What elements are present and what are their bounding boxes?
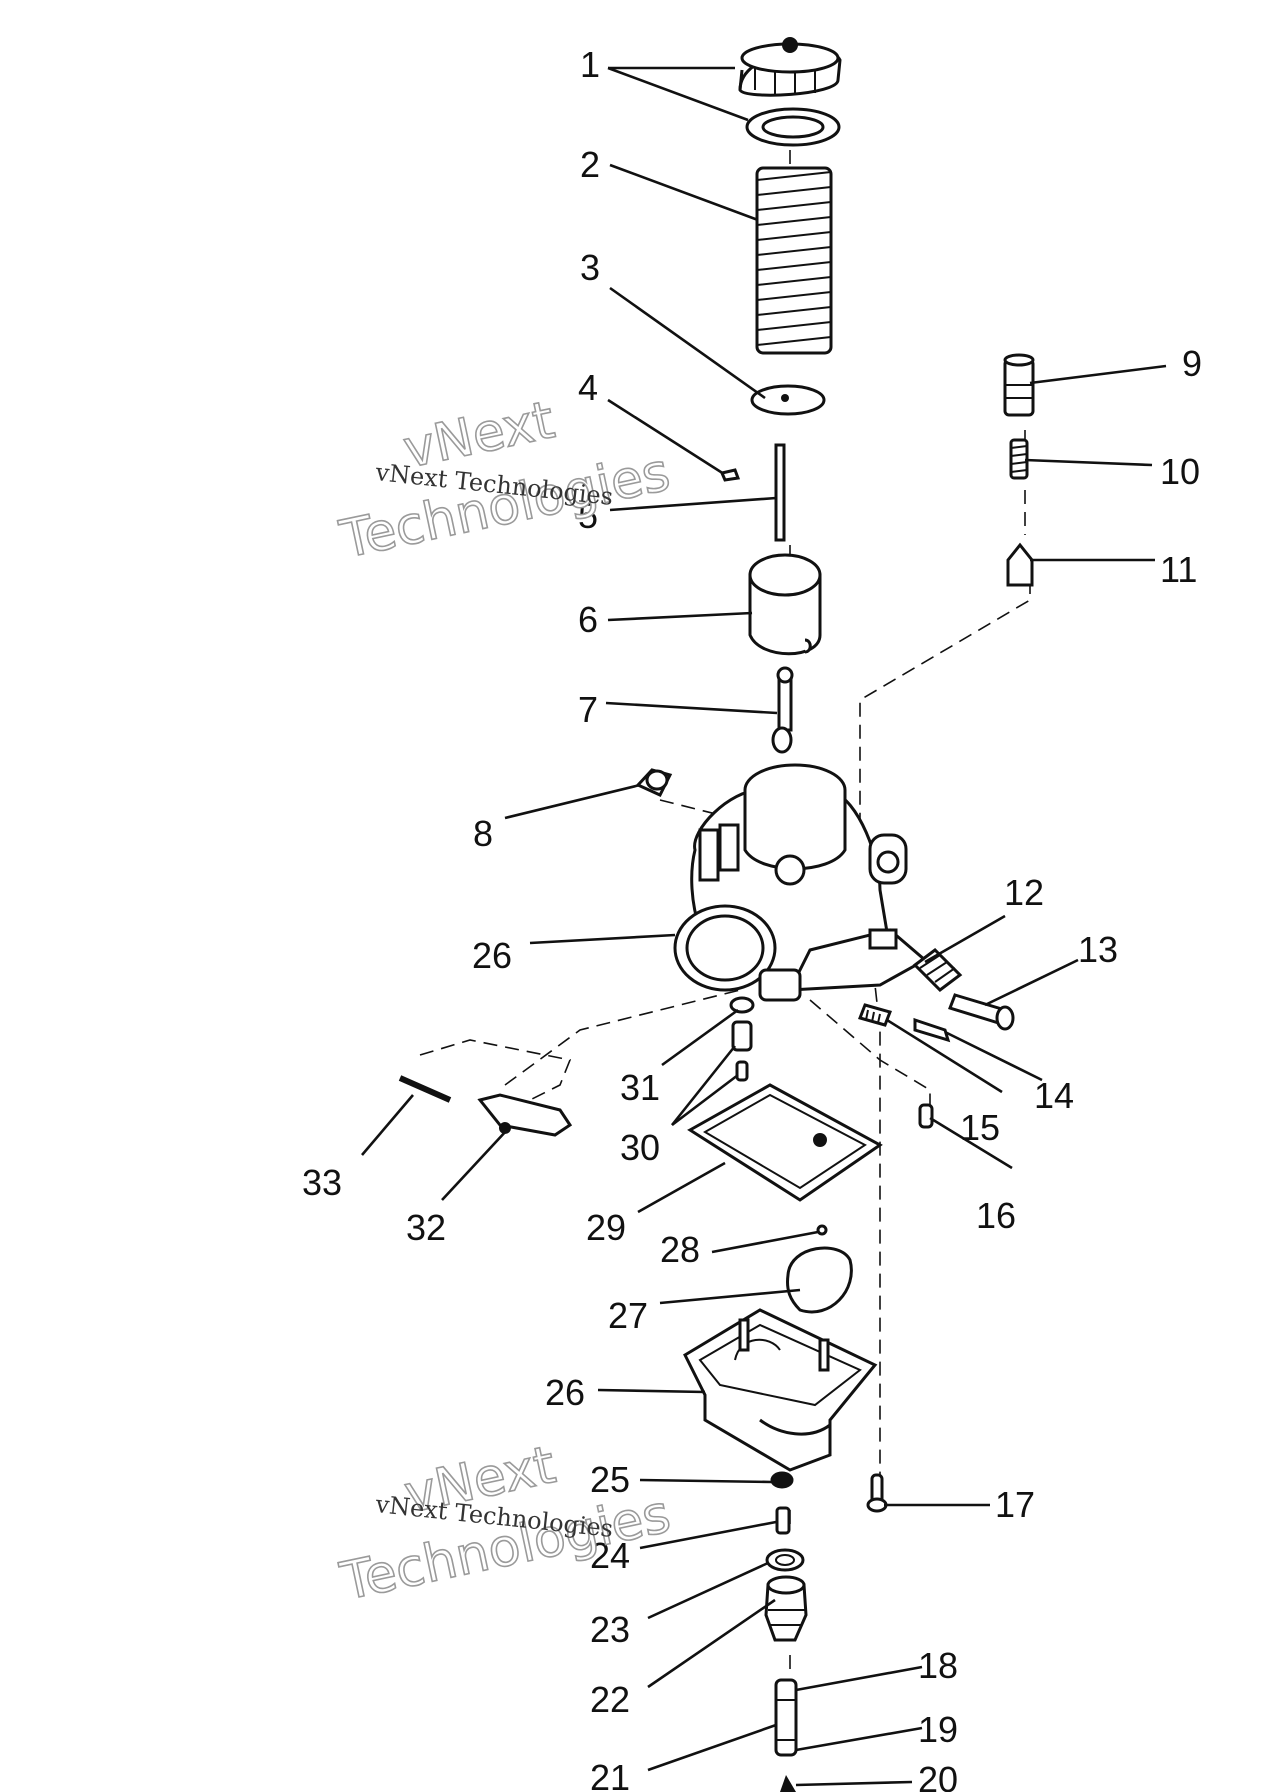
part-5-needle (774, 443, 786, 542)
callout-26-bowl: 26 (545, 1372, 585, 1413)
callout-22: 22 (590, 1679, 630, 1720)
part-22-plug (764, 1575, 808, 1642)
part-20-jet (780, 1775, 796, 1792)
callout-1: 1 (580, 44, 600, 85)
part-18-21-jet-holder (774, 1678, 798, 1757)
part-30-jet (731, 1020, 753, 1082)
part-26-float-bowl (683, 1308, 878, 1472)
callout-28: 28 (660, 1229, 700, 1270)
callout-30: 30 (620, 1127, 660, 1168)
part-2-spring (755, 166, 833, 355)
callout-31: 31 (620, 1067, 660, 1108)
callout-4: 4 (578, 367, 598, 408)
callout-25: 25 (590, 1459, 630, 1500)
callout-29: 29 (586, 1207, 626, 1248)
callout-24: 24 (590, 1535, 630, 1576)
part-14-screw (913, 1017, 951, 1043)
part-4-clip (719, 468, 741, 482)
callout-9: 9 (1182, 343, 1202, 384)
part-11-valve (1006, 542, 1034, 587)
part-25-washer (770, 1471, 794, 1489)
callout-11: 11 (1160, 549, 1197, 590)
part-29-gasket (687, 1083, 883, 1202)
part-32-clip (477, 1093, 573, 1137)
callout-12: 12 (1004, 872, 1044, 913)
callout-labels: 1 2 3 4 5 6 7 8 9 10 11 12 13 14 15 16 1… (302, 44, 1202, 1792)
callout-19: 19 (918, 1709, 958, 1750)
carburetor-body (673, 763, 928, 1002)
callout-17: 17 (995, 1484, 1035, 1525)
callout-8: 8 (473, 813, 493, 854)
part-23-o-ring (765, 1548, 805, 1572)
part-7-jet (771, 666, 794, 754)
callout-10: 10 (1160, 451, 1200, 492)
part-9-fitting (1003, 353, 1035, 417)
callout-20: 20 (918, 1759, 958, 1792)
part-6-slide (748, 553, 822, 656)
part-27-float (786, 1246, 853, 1314)
part-10-spring (1009, 438, 1029, 480)
callout-18: 18 (918, 1645, 958, 1686)
leader-lines (361, 66, 1167, 1787)
callout-14: 14 (1034, 1075, 1074, 1116)
callout-3: 3 (580, 247, 600, 288)
callout-15: 15 (960, 1107, 1000, 1148)
part-3-plate (750, 384, 826, 416)
part-15-spring (858, 1003, 892, 1027)
callout-23: 23 (590, 1609, 630, 1650)
callout-27: 27 (608, 1295, 648, 1336)
callout-32: 32 (406, 1207, 446, 1248)
part-8-cap (635, 768, 673, 797)
part-13-screw (948, 993, 1015, 1031)
callout-13: 13 (1078, 929, 1118, 970)
callout-33: 33 (302, 1162, 342, 1203)
callout-21: 21 (590, 1757, 630, 1792)
callout-7: 7 (578, 689, 598, 730)
part-31-washer (729, 996, 755, 1014)
part-24-jet (775, 1506, 791, 1535)
callout-26-body: 26 (472, 935, 512, 976)
callout-2: 2 (580, 144, 600, 185)
callout-5: 5 (578, 495, 598, 536)
part-17-screw (866, 1473, 888, 1513)
callout-6: 6 (578, 599, 598, 640)
part-28-pin (816, 1224, 828, 1236)
part-33-pin (398, 1075, 452, 1103)
part-16-jet (918, 1103, 934, 1129)
part-1-cap (738, 37, 842, 147)
callout-16: 16 (976, 1195, 1016, 1236)
